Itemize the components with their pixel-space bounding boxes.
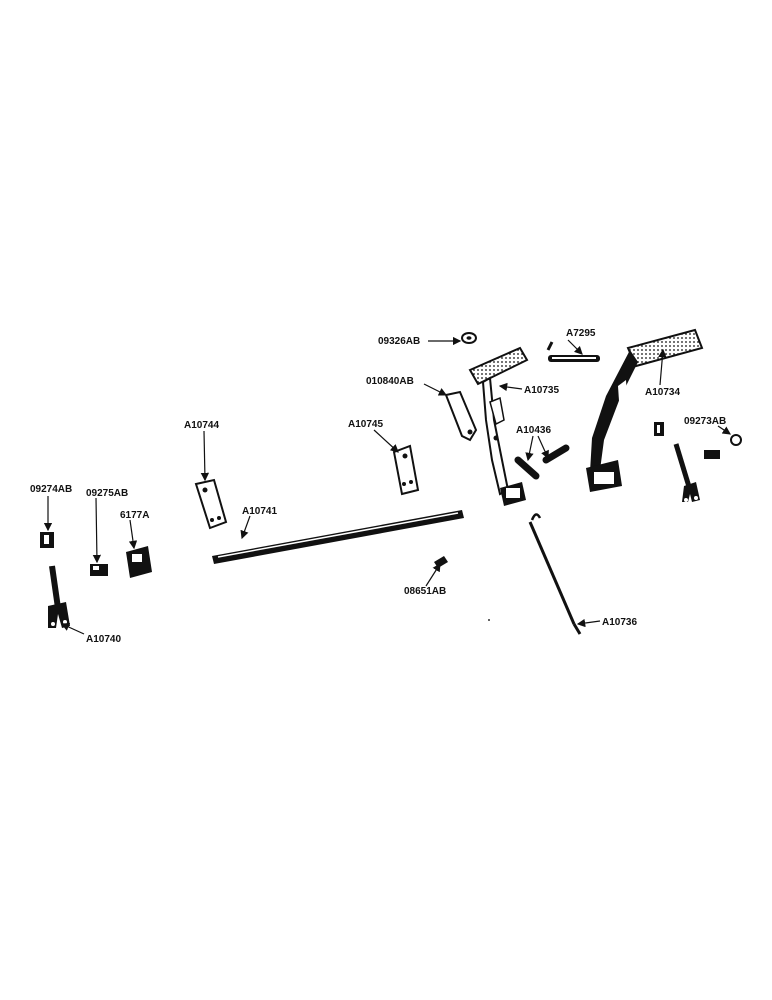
part-A10734-pedal <box>586 328 704 492</box>
leader-A10744 <box>200 430 210 482</box>
leader-A10741 <box>240 515 251 540</box>
label-A10741: A10741 <box>242 506 277 517</box>
part-09275AB-block <box>90 564 108 576</box>
part-A10744-bracket <box>194 478 228 530</box>
leader-09275AB <box>92 497 102 564</box>
leader-A10736 <box>576 618 601 628</box>
part-09273AB-ring <box>730 434 742 446</box>
label-08651AB: 08651AB <box>404 586 446 597</box>
label-A10740: A10740 <box>86 634 121 645</box>
label-6177A: 6177A <box>120 510 149 521</box>
part-right-yoke <box>673 443 700 502</box>
part-010840AB-lever <box>444 390 478 442</box>
part-A10735-pedal <box>468 346 529 506</box>
part-09274AB-bushing <box>40 532 54 548</box>
leader-08651AB <box>425 562 441 587</box>
part-6177A-clamp <box>126 546 152 578</box>
leader-A10735 <box>498 382 523 392</box>
label-A10734: A10734 <box>645 387 680 398</box>
leader-010840AB <box>423 383 448 396</box>
label-A10745: A10745 <box>348 419 383 430</box>
part-right-block <box>704 450 720 459</box>
label-A10736: A10736 <box>602 617 637 628</box>
leader-09273AB <box>717 425 731 435</box>
leader-A10740 <box>60 623 85 635</box>
leader-A7295 <box>567 339 583 355</box>
leader-A10436-b <box>537 435 549 460</box>
label-09326AB: 09326AB <box>378 336 420 347</box>
leader-6177A <box>128 519 138 550</box>
part-A10745-bracket <box>392 444 420 496</box>
label-A10436: A10436 <box>516 425 551 436</box>
part-labels: 09326AB A7295 010840AB A10735 A10734 092… <box>30 328 726 645</box>
label-09275AB: 09275AB <box>86 488 128 499</box>
label-A7295: A7295 <box>566 328 596 339</box>
leader-lines <box>43 336 731 635</box>
part-A7295-pin <box>546 341 600 362</box>
speck <box>488 619 490 621</box>
label-09273AB: 09273AB <box>684 416 726 427</box>
label-A10735: A10735 <box>524 385 559 396</box>
leader-A10745 <box>373 429 399 453</box>
leader-A10734 <box>658 348 667 386</box>
leader-A10436-a <box>525 435 534 462</box>
label-010840AB: 010840AB <box>366 376 414 387</box>
part-08651AB-pin <box>434 556 448 568</box>
label-09274AB: 09274AB <box>30 484 72 495</box>
part-09326AB-washer <box>461 332 477 344</box>
part-A10741-shaft <box>212 510 464 564</box>
part-A10740-yoke <box>48 565 70 628</box>
part-A10436-pins <box>514 444 570 480</box>
label-A10744: A10744 <box>184 420 219 431</box>
part-right-sleeve <box>654 422 664 436</box>
part-A10736-rod <box>528 513 582 635</box>
